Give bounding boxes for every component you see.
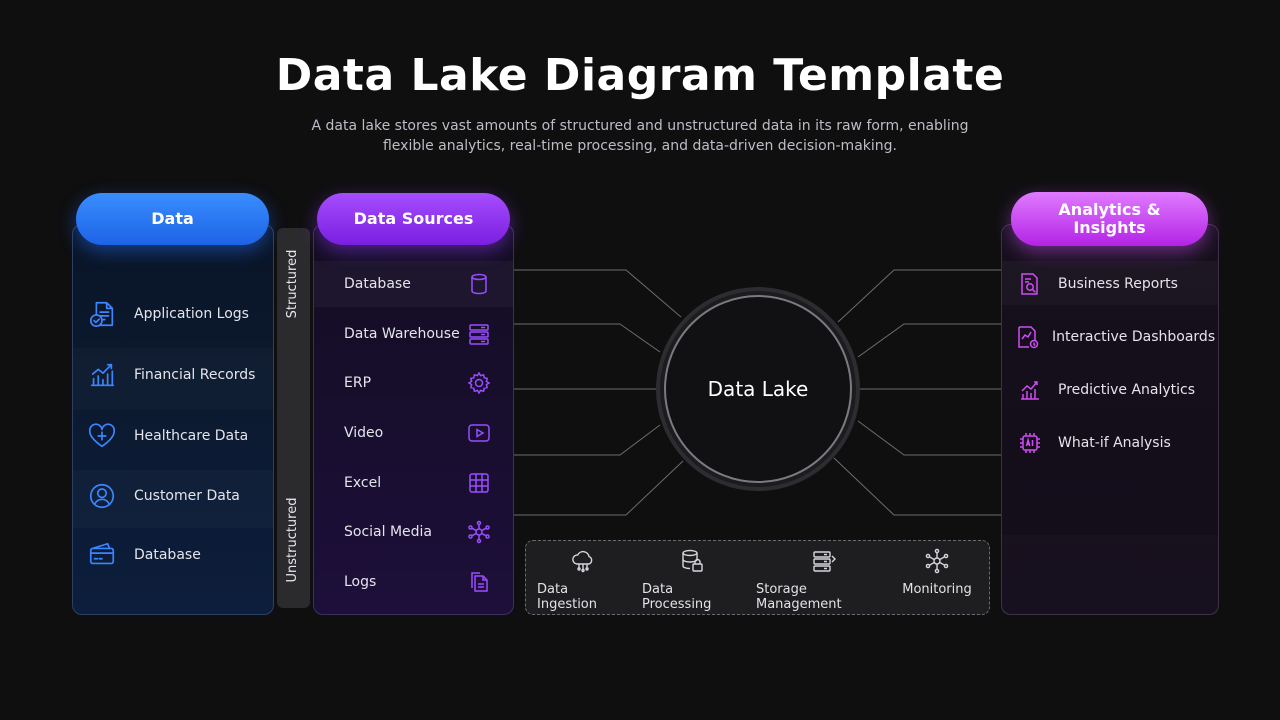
analytics-item-business-reports: Business Reports [1002,261,1218,307]
report-search-icon [1014,268,1046,300]
source-item-logs: Logs [314,560,513,604]
source-item-label: Database [344,276,411,292]
connector-line [514,323,661,353]
source-item-video: Video [314,411,513,455]
source-item-label: Excel [344,475,382,491]
analytics-item-interactive-dashboards: Interactive Dashboards [1002,314,1218,360]
process-label: Data Ingestion [537,582,597,612]
connector-line [514,269,682,318]
source-item-label: Logs [344,574,377,590]
connector-line [514,424,661,456]
sources-panel [313,224,514,615]
process-data-processing: Data Processing [642,548,742,612]
connector-line [514,460,684,516]
data-item-label: Customer Data [134,488,240,504]
process-label: Storage Management [756,582,842,612]
source-item-label: Data Warehouse [344,326,460,342]
data-item-label: Database [134,547,201,563]
process-label: Monitoring [902,582,972,597]
source-item-data-warehouse: Data Warehouse [314,312,513,356]
structured-label: Structured [285,249,300,319]
spreadsheet-icon [463,467,495,499]
growth-chart-icon [1014,374,1046,406]
dashboard-icon [1012,321,1044,353]
credit-card-icon [86,539,118,571]
data-item-label: Healthcare Data [134,428,249,444]
page-title: Data Lake Diagram Template [275,50,1005,101]
sources-heading: Data Sources [317,193,510,245]
data-panel [72,224,274,615]
network-icon [463,516,495,548]
database-lock-icon [682,549,703,572]
analytics-item-what-if-analysis: What-if Analysis [1002,420,1218,466]
page-subtitle: A data lake stores vast amounts of struc… [290,116,990,156]
analytics-item-predictive-analytics: Predictive Analytics [1002,367,1218,413]
process-data-ingestion: Data Ingestion [537,548,629,612]
data-item-healthcare-data: Healthcare Data [86,414,272,458]
data-heading: Data [76,193,269,245]
row-band [1002,535,1218,614]
unstructured-label: Unstructured [285,497,300,583]
subtitle-line-1: A data lake stores vast amounts of struc… [311,118,969,134]
gear-icon [463,367,495,399]
connector-line [833,457,1001,516]
source-item-erp: ERP [314,361,513,405]
data-item-application-logs: Application Logs [86,292,272,336]
analytics-item-label: Interactive Dashboards [1052,329,1216,345]
data-item-label: Financial Records [134,367,256,383]
row-band [314,261,513,307]
user-circle-icon [86,480,118,512]
structure-bar [277,228,310,608]
cloud-icon [572,550,593,573]
analytics-item-label: What-if Analysis [1058,435,1171,451]
process-storage-management: Storage Management [756,548,892,612]
analytics-item-label: Business Reports [1058,276,1178,292]
data-lake-node: Data Lake [664,295,852,483]
play-icon [463,417,495,449]
server-icon [463,318,495,350]
data-item-database: Database [86,533,272,577]
data-item-customer-data: Customer Data [86,474,272,518]
connector-line [857,420,1001,456]
source-item-excel: Excel [314,461,513,505]
process-label: Data Processing [642,582,712,612]
connector-line [857,323,1001,358]
source-item-label: Social Media [344,524,433,540]
hub-icon [925,548,949,574]
process-box [525,540,990,615]
analytics-heading: Analytics & Insights [1011,192,1208,246]
source-item-label: ERP [344,375,372,391]
connector-line [837,269,1001,323]
storage-icon [813,551,836,572]
source-item-social-media: Social Media [314,510,513,554]
process-monitoring: Monitoring [902,548,972,597]
ai-chip-icon [1014,427,1046,459]
files-icon [463,566,495,598]
heart-plus-icon [86,420,118,452]
source-item-label: Video [344,425,384,441]
data-lake-label: Data Lake [707,377,809,401]
data-item-financial-records: Financial Records [86,353,272,397]
document-check-icon [86,298,118,330]
source-item-database: Database [314,262,513,306]
subtitle-line-2: flexible analytics, real-time processing… [382,138,897,154]
analytics-item-label: Predictive Analytics [1058,382,1196,398]
data-item-label: Application Logs [134,306,249,322]
cylinder-icon [463,268,495,300]
bar-chart-icon [86,359,118,391]
